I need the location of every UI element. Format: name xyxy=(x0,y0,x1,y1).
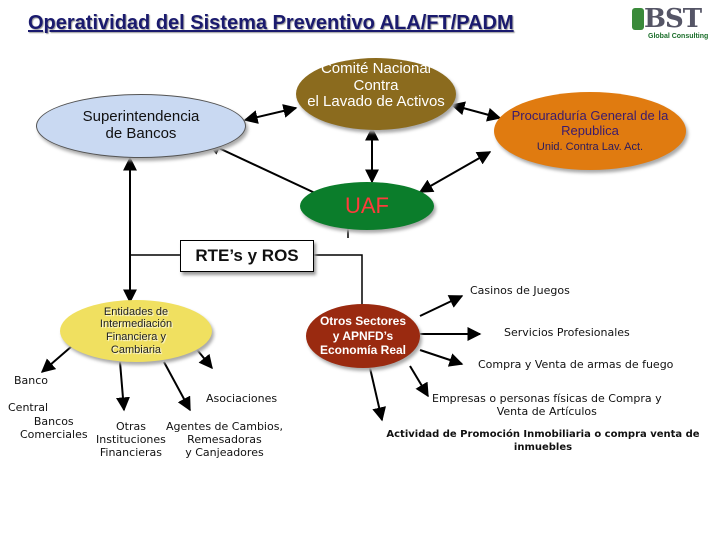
item-casinos: Casinos de Juegos xyxy=(470,284,570,297)
line-rtes-otros xyxy=(312,254,363,306)
arrow-entidades-agentes xyxy=(163,361,191,412)
rtes-label: RTE’s y ROS xyxy=(195,246,299,265)
arrow-procuraduria-uaf xyxy=(418,151,492,193)
uaf-node: UAF xyxy=(300,182,434,230)
arrow-comite-procuraduria xyxy=(450,101,502,122)
arrow-super-uaf xyxy=(206,141,332,202)
bst-logo: BST Global Consulting xyxy=(632,4,716,44)
arrow-otros-inmobiliaria xyxy=(369,367,386,422)
arrow-otros-empresas xyxy=(409,365,429,398)
comite-node: Comité Nacional Contra el Lavado de Acti… xyxy=(296,58,456,130)
otros-label: Otros Sectores y APNFD’s Economía Real xyxy=(319,314,407,358)
item-agentes: Agentes de Cambios, Remesadoras y Canjea… xyxy=(166,420,283,460)
procuraduria-label: Procuraduría General de la Republica xyxy=(511,108,669,138)
page-title: Operatividad del Sistema Preventivo ALA/… xyxy=(28,12,514,34)
rtes-box: RTE’s y ROS xyxy=(180,240,314,272)
logo-subtitle: Global Consulting xyxy=(648,33,709,40)
item-asociaciones: Asociaciones xyxy=(206,392,278,405)
otros-node: Otros Sectores y APNFD’s Economía Real xyxy=(306,304,420,368)
item-banco: Banco xyxy=(14,374,49,387)
arrow-entidades-banco xyxy=(40,345,73,373)
procuraduria-node: Procuraduría General de la Republica Uni… xyxy=(494,92,686,170)
arrow-entidades-otras xyxy=(115,361,130,412)
superintendencia-label: Superintendencia de Bancos xyxy=(82,108,200,142)
item-inmobiliaria: Actividad de Promoción Inmobiliaria o co… xyxy=(386,429,700,453)
item-servicios: Servicios Profesionales xyxy=(504,326,630,339)
comite-label: Comité Nacional Contra el Lavado de Acti… xyxy=(307,59,445,111)
uaf-label: UAF xyxy=(345,193,389,218)
arrow-otros-armas xyxy=(419,349,464,367)
arrow-super-comite xyxy=(243,104,298,124)
superintendencia-node: Superintendencia de Bancos xyxy=(36,94,246,158)
item-armas: Compra y Venta de armas de fuego xyxy=(478,358,674,371)
item-empresas: Empresas o personas físicas de Compra y … xyxy=(432,392,662,419)
item-central: Central xyxy=(8,401,49,414)
entidades-label: Entidades de Intermediación Financiera y… xyxy=(99,305,173,356)
logo-mark-icon xyxy=(632,8,644,30)
arrow-otros-casinos xyxy=(419,295,464,317)
logo-name: BST xyxy=(644,4,702,34)
arrow-entidades-asociaciones xyxy=(193,345,213,370)
item-otras-instituciones: Otras Instituciones Financieras xyxy=(96,420,166,460)
line-rtes-entidades xyxy=(129,254,180,300)
entidades-node: Entidades de Intermediación Financiera y… xyxy=(60,300,212,362)
item-bancos-comerciales: Bancos Comerciales xyxy=(20,415,88,442)
procuraduria-sublabel: Unid. Contra Lav. Act. xyxy=(536,140,644,153)
